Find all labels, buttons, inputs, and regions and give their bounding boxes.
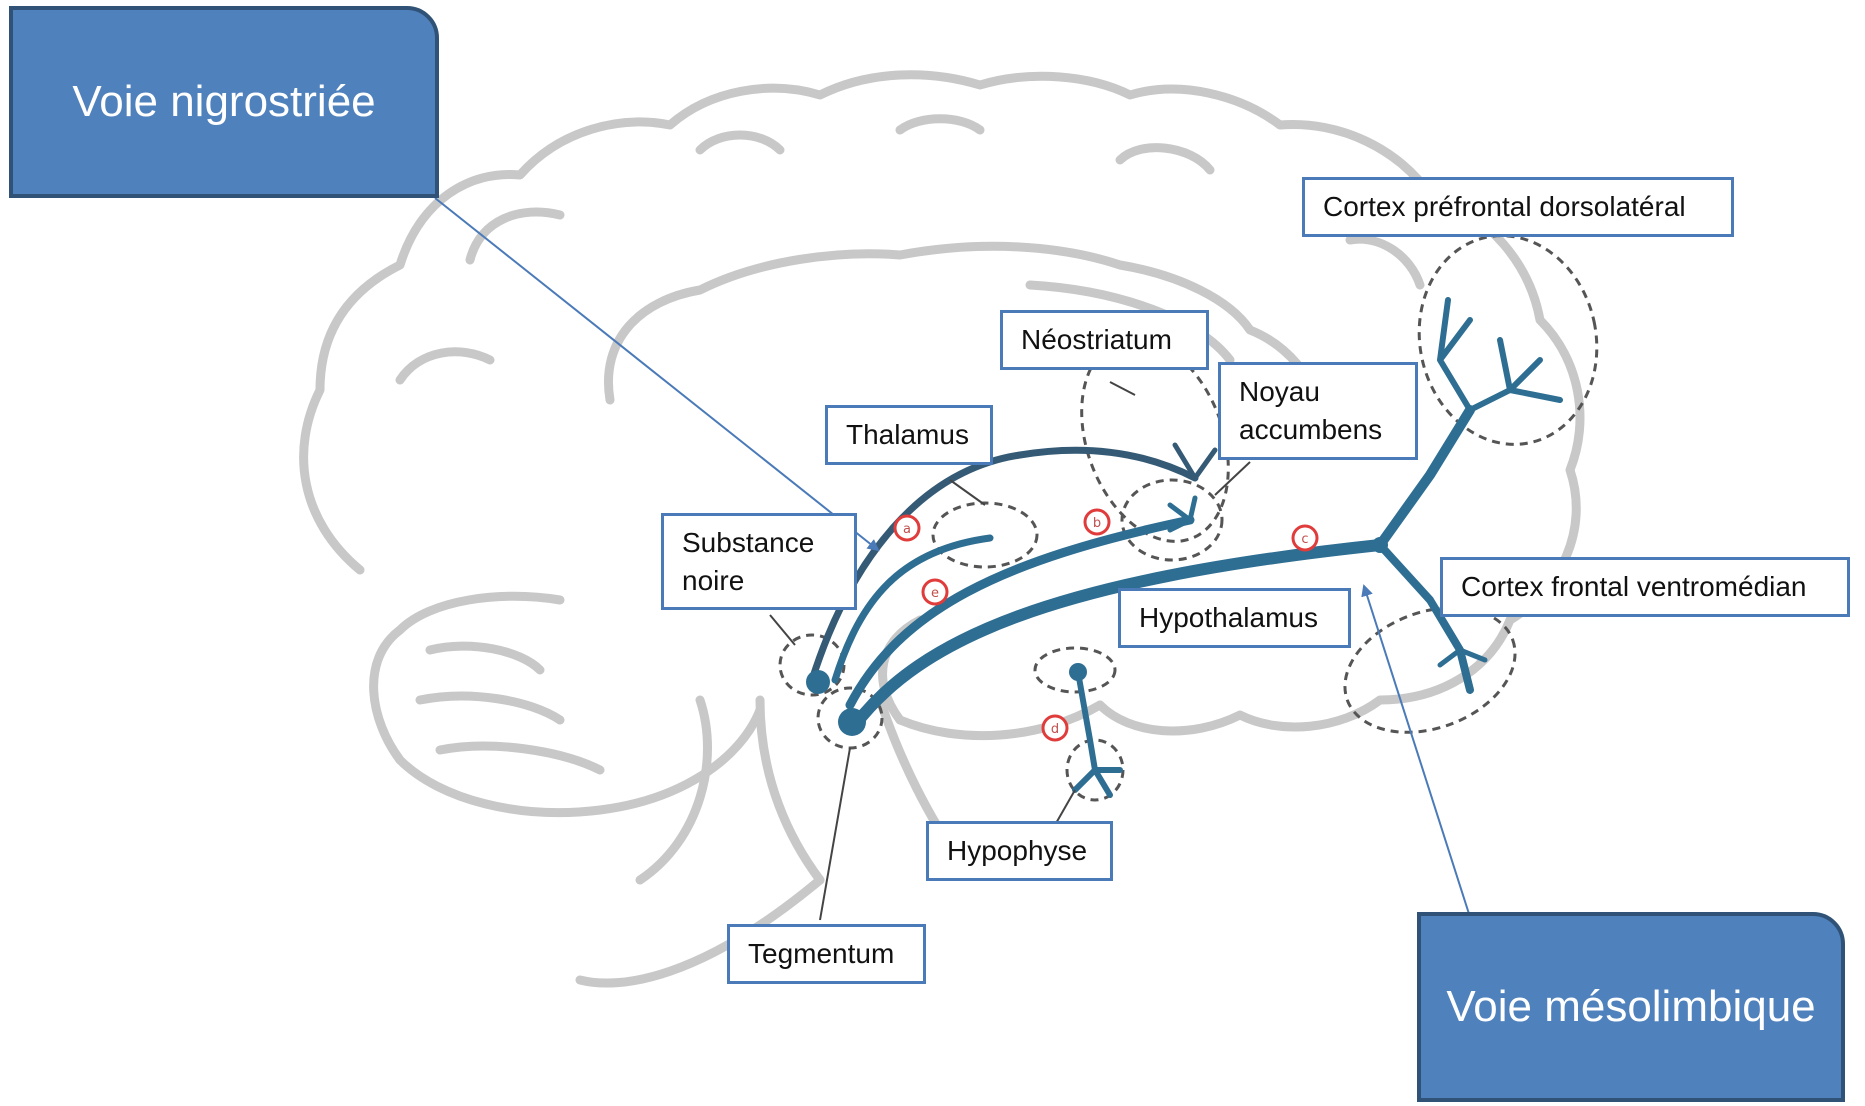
label-hypophysis: Hypophyse — [926, 821, 1113, 881]
marker-a: a — [895, 516, 919, 540]
hypothalamus-dot — [1069, 663, 1087, 681]
svg-text:c: c — [1301, 532, 1308, 547]
cerebellum-folia — [420, 646, 600, 770]
label-nucleus-accumbens: Noyau accumbens — [1218, 362, 1418, 460]
label-neostriatum: Néostriatum — [1000, 310, 1209, 370]
marker-b: b — [1085, 510, 1109, 534]
tuberoinfundibular-pathway — [1075, 672, 1120, 795]
svg-text:e: e — [931, 586, 939, 601]
svg-text:b: b — [1093, 516, 1101, 531]
hypophysis-leader — [1055, 790, 1075, 825]
marker-d: d — [1043, 716, 1067, 740]
temporal-lobe — [883, 620, 1100, 736]
nigrostriatal-arrow — [435, 198, 878, 550]
label-thalamus: Thalamus — [825, 405, 993, 465]
tegmentum-leader — [820, 748, 850, 920]
label-vm-frontal-cortex: Cortex frontal ventromédian — [1440, 557, 1850, 617]
label-hypothalamus: Hypothalamus — [1118, 588, 1351, 648]
nigrostriatal-callout-text: Voie nigrostriée — [72, 77, 375, 127]
nigrostriatal-callout: Voie nigrostriée — [9, 6, 439, 198]
thalamus-region — [933, 503, 1037, 567]
region-ellipses — [780, 219, 1616, 800]
pathways — [812, 300, 1560, 795]
svg-text:d: d — [1051, 722, 1059, 737]
svg-text:a: a — [903, 522, 911, 537]
substantia-nigra-leader — [770, 615, 795, 645]
marker-c: c — [1293, 526, 1317, 550]
thalamus-leader — [950, 480, 985, 505]
neostriatum-leader — [1110, 382, 1135, 395]
mesolimbic-callout-text: Voie mésolimbique — [1446, 982, 1815, 1032]
marker-e: e — [923, 580, 947, 604]
tegmentum-dot — [838, 708, 866, 736]
branch-node — [1372, 537, 1388, 553]
accumbens-leader — [1215, 462, 1250, 495]
thalamus-branch — [835, 538, 990, 680]
label-dlpfc: Cortex préfrontal dorsolatéral — [1302, 177, 1734, 237]
label-tegmentum: Tegmentum — [727, 924, 926, 984]
label-substantia-nigra: Substance noire — [661, 513, 857, 610]
substantia-nigra-dot — [806, 670, 830, 694]
mesolimbic-callout: Voie mésolimbique — [1417, 912, 1845, 1102]
